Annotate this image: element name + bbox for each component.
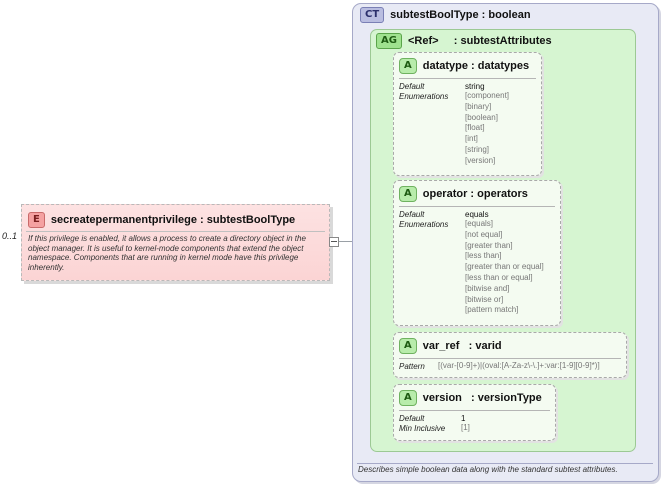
attribute-name: datatype [422,60,468,72]
attribute-version[interactable]: A version : versionType Default 1 Min In… [393,384,556,441]
default-label: Default [399,210,425,219]
default-value: 1 [461,414,466,423]
attribute-group-name: <Ref> [407,35,439,47]
attribute-header: A datatype : datatypes [399,58,529,74]
pattern-label: Pattern [399,362,425,371]
element-box[interactable]: E secreatepermanentprivilege : subtestBo… [21,204,330,281]
attribute-header: A var_ref : varid [399,338,502,354]
attribute-group-badge-icon: AG [376,33,402,49]
expand-toggle-icon[interactable] [329,237,339,247]
attribute-divider [399,410,550,411]
element-header: E secreatepermanentprivilege : subtestBo… [28,211,295,229]
attribute-title: version : versionType [422,392,542,404]
attribute-name: var_ref [422,340,460,352]
enumeration-item: [not equal] [465,229,503,239]
enumeration-item: [greater than or equal] [465,262,544,272]
enumeration-item: [component] [465,91,510,100]
attribute-type: datatypes [477,60,530,72]
enumeration-item: [greater than] [465,240,513,250]
complex-type-title: subtestBoolType : boolean [390,9,531,21]
attribute-type: versionType [477,392,542,404]
pattern-value: [(var-[0-9]+)|(oval:[A-Za-z\-\.]+:var:[1… [438,361,600,370]
enumerations-label: Enumerations [399,220,449,229]
enumeration-item: [less than] [465,251,502,261]
enumeration-item: [boolean] [465,112,498,122]
default-label: Default [399,82,425,91]
complex-type-header: CT subtestBoolType : boolean [360,7,531,23]
attribute-header: A version : versionType [399,390,542,406]
enumeration-item: [pattern match] [465,305,519,315]
attribute-operator[interactable]: A operator : operators Default equals En… [393,180,561,326]
attribute-badge-icon: A [399,338,417,354]
element-divider [26,231,325,232]
min-inclusive-value: [1] [461,423,470,432]
attribute-header: A operator : operators [399,186,528,202]
enumeration-item: [bitwise or] [465,294,504,304]
enumerations-label: Enumerations [399,92,449,101]
enumeration-item: [bitwise and] [465,283,510,293]
attribute-badge-icon: A [399,186,417,202]
attribute-group-title: <Ref> : subtestAttributes [407,35,552,47]
enumeration-list: [component][binary][boolean][float][int]… [465,91,509,167]
attribute-title: datatype : datatypes [422,60,530,72]
attribute-title: operator : operators [422,188,528,200]
connector-line [339,241,352,242]
attribute-divider [399,206,555,207]
attribute-group-header: AG <Ref> : subtestAttributes [376,33,552,49]
element-name: secreatepermanentprivilege [50,214,197,226]
attribute-type: varid [475,340,502,352]
complex-type-description: Describes simple boolean data along with… [358,465,618,474]
element-occurrence: 0..1 [2,231,18,241]
enumeration-item: [less than or equal] [465,272,533,282]
default-value: equals [465,210,489,219]
attribute-var-ref[interactable]: A var_ref : varid Pattern [(var-[0-9]+)|… [393,332,627,378]
enumeration-item: [version] [465,155,496,165]
attribute-datatype[interactable]: A datatype : datatypes Default string En… [393,52,542,176]
attribute-name: operator [422,188,468,200]
default-label: Default [399,414,425,423]
attribute-badge-icon: A [399,390,417,406]
element-title: secreatepermanentprivilege : subtestBool… [50,214,296,226]
complex-type-badge-icon: CT [360,7,385,23]
attribute-name: version [422,392,462,404]
attribute-divider [399,78,536,79]
default-value: string [465,82,485,91]
element-badge-icon: E [28,212,45,228]
element-type: subtestBoolType [206,214,296,226]
attribute-title: var_ref : varid [422,340,502,352]
complex-type-name: subtestBoolType [390,9,479,21]
attribute-badge-icon: A [399,58,417,74]
complex-type-divider [357,463,653,464]
enumeration-item: [equals] [465,219,494,228]
attribute-group-ref: subtestAttributes [460,35,552,47]
complex-type-base: boolean [488,9,531,21]
enumeration-item: [float] [465,123,485,133]
enumeration-item: [binary] [465,101,492,111]
enumeration-list: [equals][not equal][greater than][less t… [465,219,544,316]
element-description: If this privilege is enabled, it allows … [28,234,306,272]
attribute-type: operators [477,188,528,200]
attribute-divider [399,358,621,359]
min-inclusive-label: Min Inclusive [399,424,446,433]
enumeration-item: [int] [465,134,478,144]
enumeration-item: [string] [465,144,490,154]
